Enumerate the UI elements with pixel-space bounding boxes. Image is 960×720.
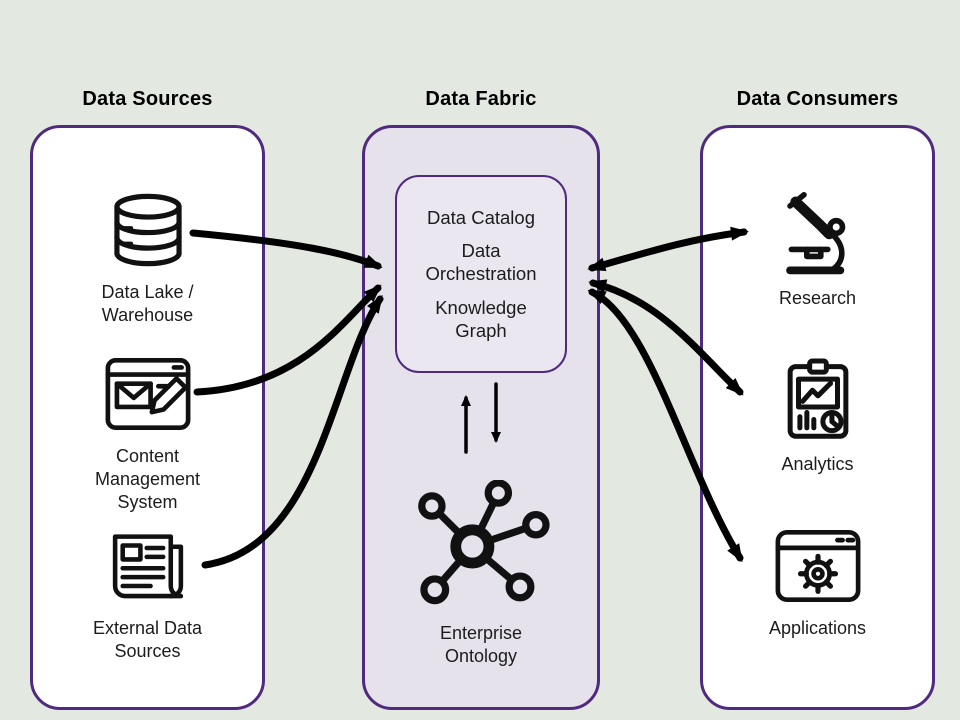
consumers-panel: Research Analytics [700, 125, 935, 710]
fabric-core-item: Data Orchestration [425, 240, 537, 285]
analytics-icon [787, 358, 848, 439]
source-item-label: Data Lake / Warehouse [101, 282, 194, 326]
source-item-label: External Data Sources [92, 618, 203, 662]
sources-panel: Data Lake / Warehouse Content Management… [30, 125, 265, 710]
consumers-title: Data Consumers [736, 88, 899, 110]
fabric-ontology-item: Enterprise Ontology [365, 480, 597, 668]
source-item-external: External Data Sources [33, 528, 262, 663]
applications-icon [775, 530, 860, 602]
ontology-label: Enterprise Ontology [439, 623, 523, 667]
consumer-item-applications: Applications [703, 526, 932, 640]
knowledge-graph-icon [418, 480, 550, 605]
source-item-cms: Content Management System [33, 354, 262, 514]
consumer-item-analytics: Analytics [703, 358, 932, 476]
cms-icon [105, 358, 190, 430]
consumer-item-label: Research [778, 288, 857, 308]
fabric-title: Data Fabric [425, 88, 537, 110]
consumer-item-label: Applications [768, 618, 867, 638]
fabric-core-box: Data Catalog Data Orchestration Knowledg… [395, 175, 567, 373]
consumer-item-label: Analytics [781, 454, 854, 474]
source-item-label: Content Management System [94, 446, 201, 513]
fabric-panel: Data Catalog Data Orchestration Knowledg… [362, 125, 600, 710]
source-item-data-lake: Data Lake / Warehouse [33, 190, 262, 327]
fabric-core-item: Knowledge Graph [435, 296, 527, 341]
sources-title: Data Sources [82, 88, 213, 110]
fabric-core-item: Data Catalog [427, 207, 535, 229]
database-icon [113, 193, 182, 267]
consumer-item-research: Research [703, 192, 932, 310]
microscope-icon [785, 192, 845, 275]
newspaper-icon [112, 534, 183, 599]
